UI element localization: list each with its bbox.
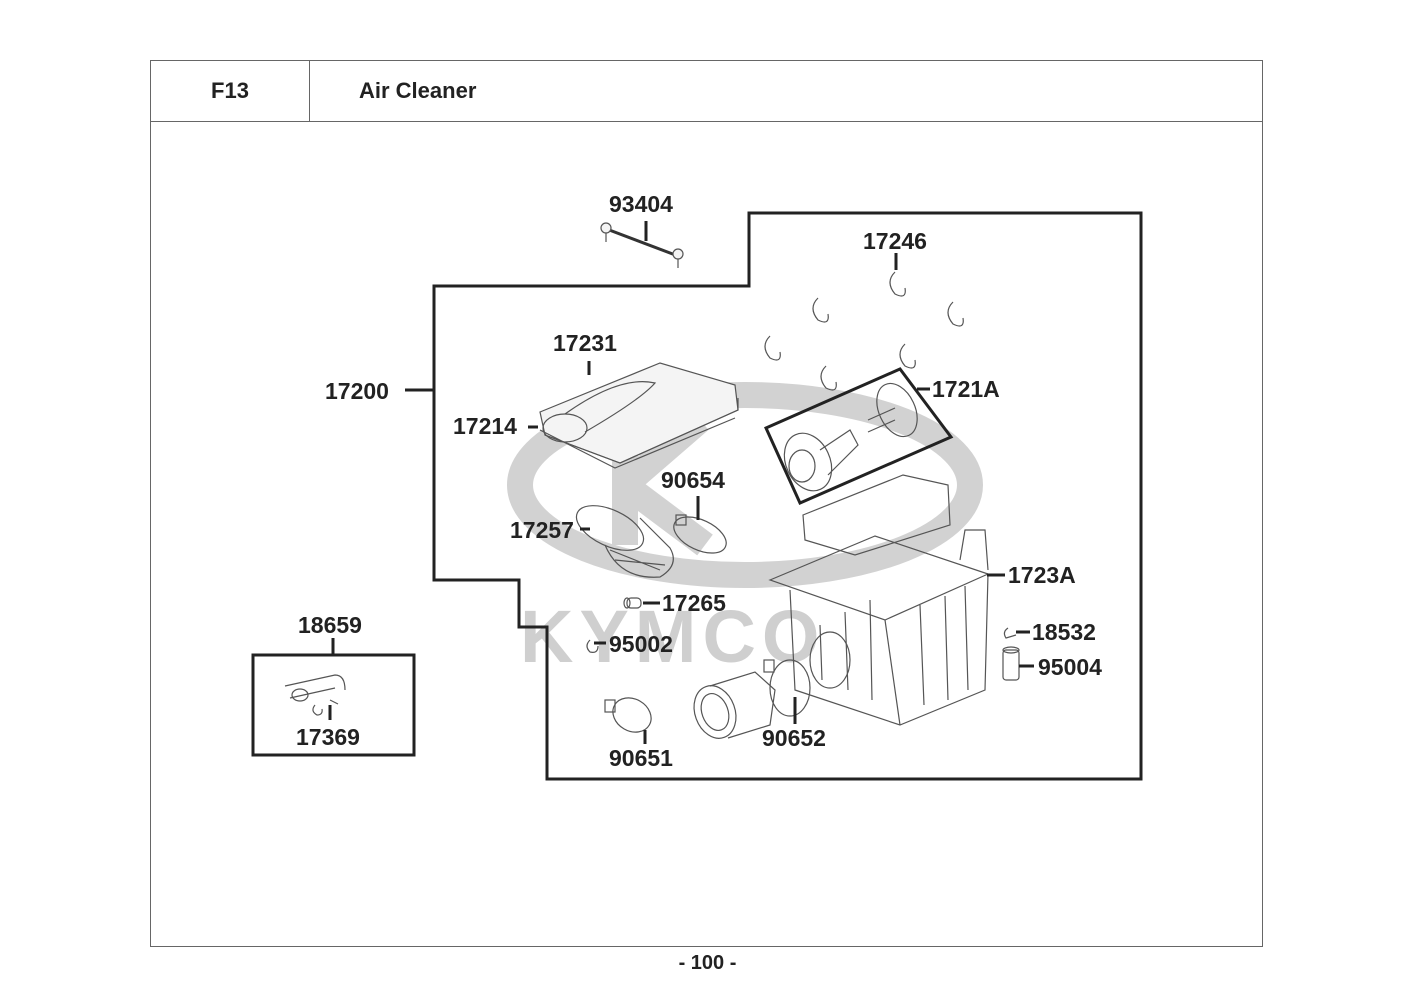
air-cleaner-cover-17231-icon xyxy=(539,362,739,469)
part-label: 90652 xyxy=(762,725,826,751)
part-label: 17265 xyxy=(662,590,726,616)
part-label: 1723A xyxy=(1008,562,1076,588)
intake-boot-icon xyxy=(693,671,776,739)
part-label: 90651 xyxy=(609,745,673,771)
part-label: 17369 xyxy=(296,724,360,750)
part-label: 18532 xyxy=(1032,619,1096,645)
clip-95002-icon xyxy=(586,639,599,653)
breather-hose-18659-icon xyxy=(284,674,346,716)
tube-95004-icon xyxy=(1002,646,1020,681)
part-label: 17200 xyxy=(325,378,389,404)
part-label: 93404 xyxy=(609,191,673,217)
screw-93404-icon xyxy=(600,222,684,268)
clips-17246-icon xyxy=(764,271,964,391)
part-label: 95002 xyxy=(609,631,673,657)
part-label: 17231 xyxy=(553,330,617,356)
filter-element-box-1721A xyxy=(764,367,954,505)
part-label: 18659 xyxy=(298,612,362,638)
section-code: F13 xyxy=(150,60,310,122)
clamp-18532-icon xyxy=(1003,627,1017,639)
hose-clamp-90651-icon xyxy=(604,697,652,733)
section-title-text: Air Cleaner xyxy=(359,78,477,103)
hose-clamp-90654-icon xyxy=(673,514,727,554)
part-label: 17246 xyxy=(863,228,927,254)
part-label: 17257 xyxy=(510,517,574,543)
hose-clamp-90652-icon xyxy=(763,659,811,717)
assembly-boundary-17200 xyxy=(432,211,1143,781)
drain-plug-17265-icon xyxy=(623,597,642,609)
intake-duct-17257-icon xyxy=(575,505,674,578)
watermark-brand: KYMCO xyxy=(520,595,825,678)
section-code-text: F13 xyxy=(211,78,249,103)
part-label: 95004 xyxy=(1038,654,1102,680)
filter-element-1721A-icon xyxy=(783,382,918,492)
section-title: Air Cleaner xyxy=(309,60,1263,122)
breather-box-18659 xyxy=(251,653,416,757)
part-label: 17214 xyxy=(453,413,517,439)
part-label: 90654 xyxy=(661,467,725,493)
page-number: - 100 - xyxy=(678,952,737,974)
part-label: 1721A xyxy=(932,376,1000,402)
